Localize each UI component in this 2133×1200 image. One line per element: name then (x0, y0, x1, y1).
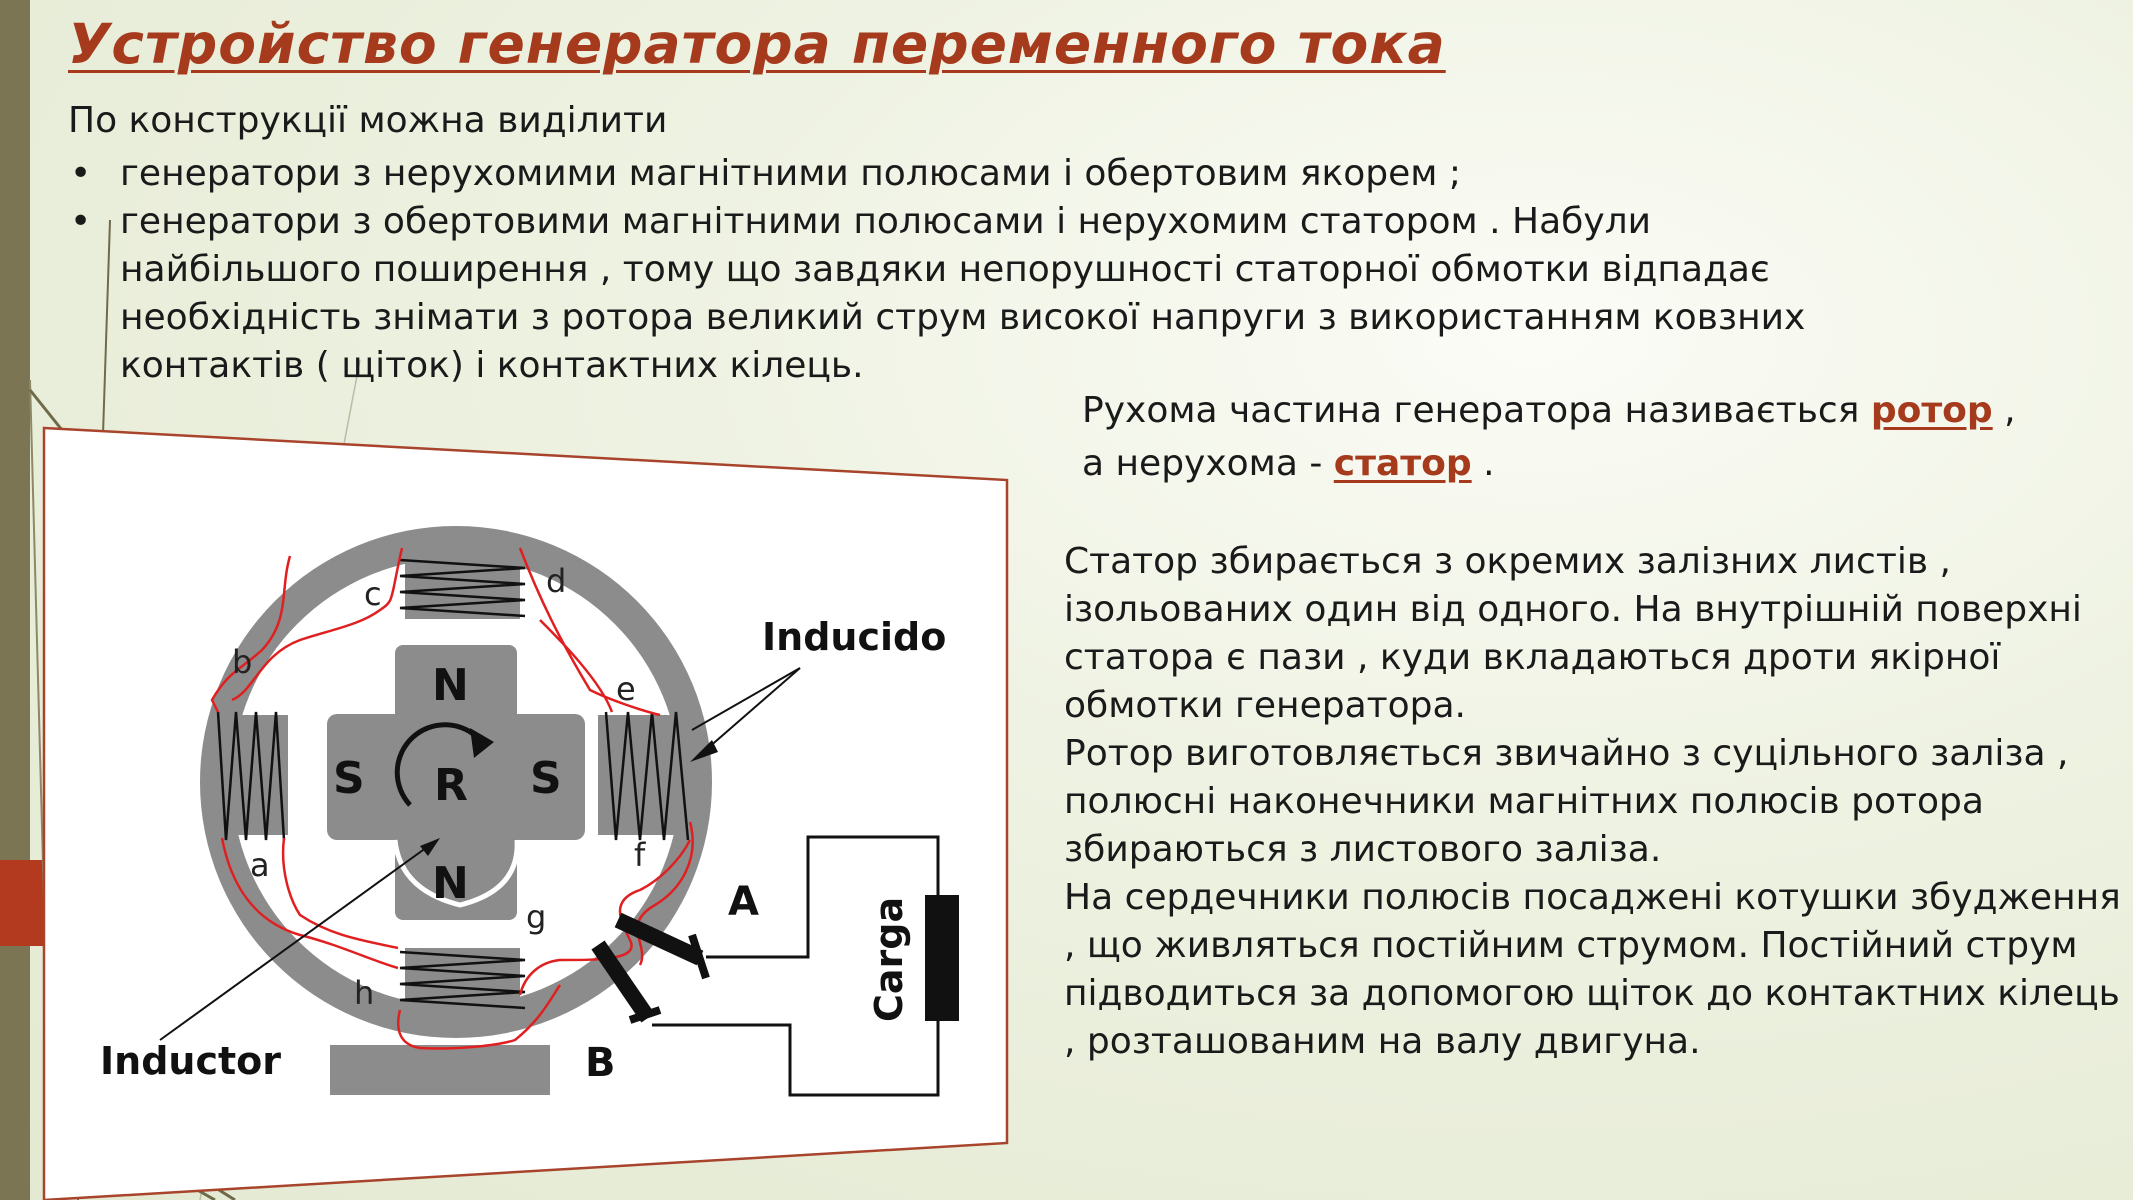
inducido-label: Inducido (762, 615, 946, 659)
pole-n-bottom-label: N (432, 858, 469, 909)
point-h-label: h (354, 974, 374, 1012)
brush-b (591, 940, 662, 1024)
inductor-label: Inductor (100, 1039, 281, 1083)
stator-pole-left (210, 715, 288, 835)
bullet-item-1: • генератори з нерухомими магнітними полю… (68, 150, 1888, 198)
point-f-label: f (634, 836, 646, 874)
rotor-stator-definition: Рухома частина генератора називається ро… (1082, 384, 2122, 490)
stator-paragraph-1: Статор збирається з окремих залізних лис… (1064, 541, 2082, 726)
pole-s-left-label: S (333, 753, 365, 804)
point-g-label: g (526, 898, 546, 936)
brush-a (614, 912, 710, 980)
coil-wire (210, 547, 694, 1050)
bullet-list: • генератори з нерухомими магнітними полю… (68, 150, 1888, 390)
stator-paragraph-2: Ротор виготовляється звичайно з суцільно… (1064, 733, 2069, 870)
pole-n-top-label: N (432, 660, 469, 711)
stator-paragraph-3: На сердечники полюсів посаджені котушки … (1064, 877, 2121, 1062)
rotor-core (327, 645, 585, 920)
rotor-label: R (434, 760, 468, 811)
rotor-sentence-part4: . (1483, 443, 1495, 484)
bullet-marker: • (70, 153, 92, 194)
point-a-label: a (250, 846, 270, 884)
terminal-b-label: B (585, 1040, 616, 1086)
stator-pole-bottom (405, 948, 520, 1028)
point-d-label: d (546, 562, 566, 600)
stator-base (330, 1045, 550, 1095)
terminal-a-label: A (728, 879, 759, 925)
diagram-frame (42, 426, 1009, 1200)
stator-pole-top (405, 545, 520, 619)
intro-text: По конструкції можна виділити (68, 100, 668, 141)
stator-description: Статор збирається з окремих залізних лис… (1064, 538, 2129, 1066)
pole-s-right-label: S (530, 753, 562, 804)
load-circuit (652, 835, 940, 1097)
stator-windings (216, 558, 690, 1010)
load-resistor (925, 895, 959, 1021)
rotor-sentence-part2: , (2004, 390, 2016, 431)
rotation-arrow-icon (394, 722, 482, 807)
carga-label: Carga (867, 897, 911, 1022)
bullet-item-2: • генератори з обертовими магнітними полю… (68, 198, 1888, 390)
bullet-text: генератори з обертовими магнітними полюс… (120, 201, 1806, 386)
stator-term: статор (1333, 443, 1472, 484)
stator-ring (200, 526, 712, 1038)
stator-inner (232, 558, 680, 1006)
rotor-sentence-part1: Рухома частина генератора називається (1082, 390, 1860, 431)
rotor-sentence-part3: а нерухома - (1082, 443, 1323, 484)
bullet-text: генератори з нерухомими магнітними полюс… (120, 153, 1461, 194)
point-c-label: c (364, 575, 382, 613)
bullet-marker: • (70, 201, 92, 242)
point-b-label: b (232, 643, 252, 681)
left-accent-block (0, 860, 44, 946)
slide-title: Устройство генератора переменного тока (68, 12, 1446, 76)
rotor-term: ротор (1870, 390, 1993, 431)
point-e-label: e (616, 670, 636, 708)
stator-pole-right (598, 715, 698, 835)
left-decor-bar (0, 0, 30, 1200)
